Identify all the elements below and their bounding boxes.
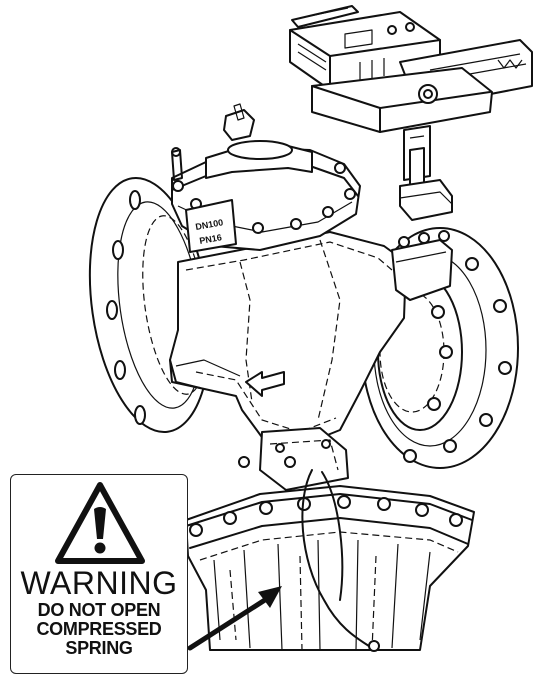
warning-line-2: COMPRESSED	[36, 619, 162, 639]
electric-actuator	[289, 5, 533, 133]
exclamation-triangle-icon	[55, 482, 145, 564]
nameplate-line1: DN100	[195, 217, 224, 232]
warning-sign: WARNING DO NOT OPEN COMPRESSED SPRING	[10, 474, 188, 674]
lower-neck	[238, 427, 349, 491]
valve-bonnet: DN100 PN16	[171, 103, 361, 253]
valve-body	[169, 230, 453, 447]
warning-pointer-arrow	[187, 586, 282, 651]
nameplate	[185, 199, 237, 253]
nameplate-line2: PN16	[199, 232, 223, 246]
spring-chamber	[185, 469, 475, 652]
warning-line-1: DO NOT OPEN	[37, 600, 161, 620]
valve-stem	[399, 125, 453, 221]
flow-direction-arrow	[245, 371, 285, 397]
warning-title: WARNING	[20, 565, 178, 601]
warning-line-3: SPRING	[65, 638, 133, 658]
